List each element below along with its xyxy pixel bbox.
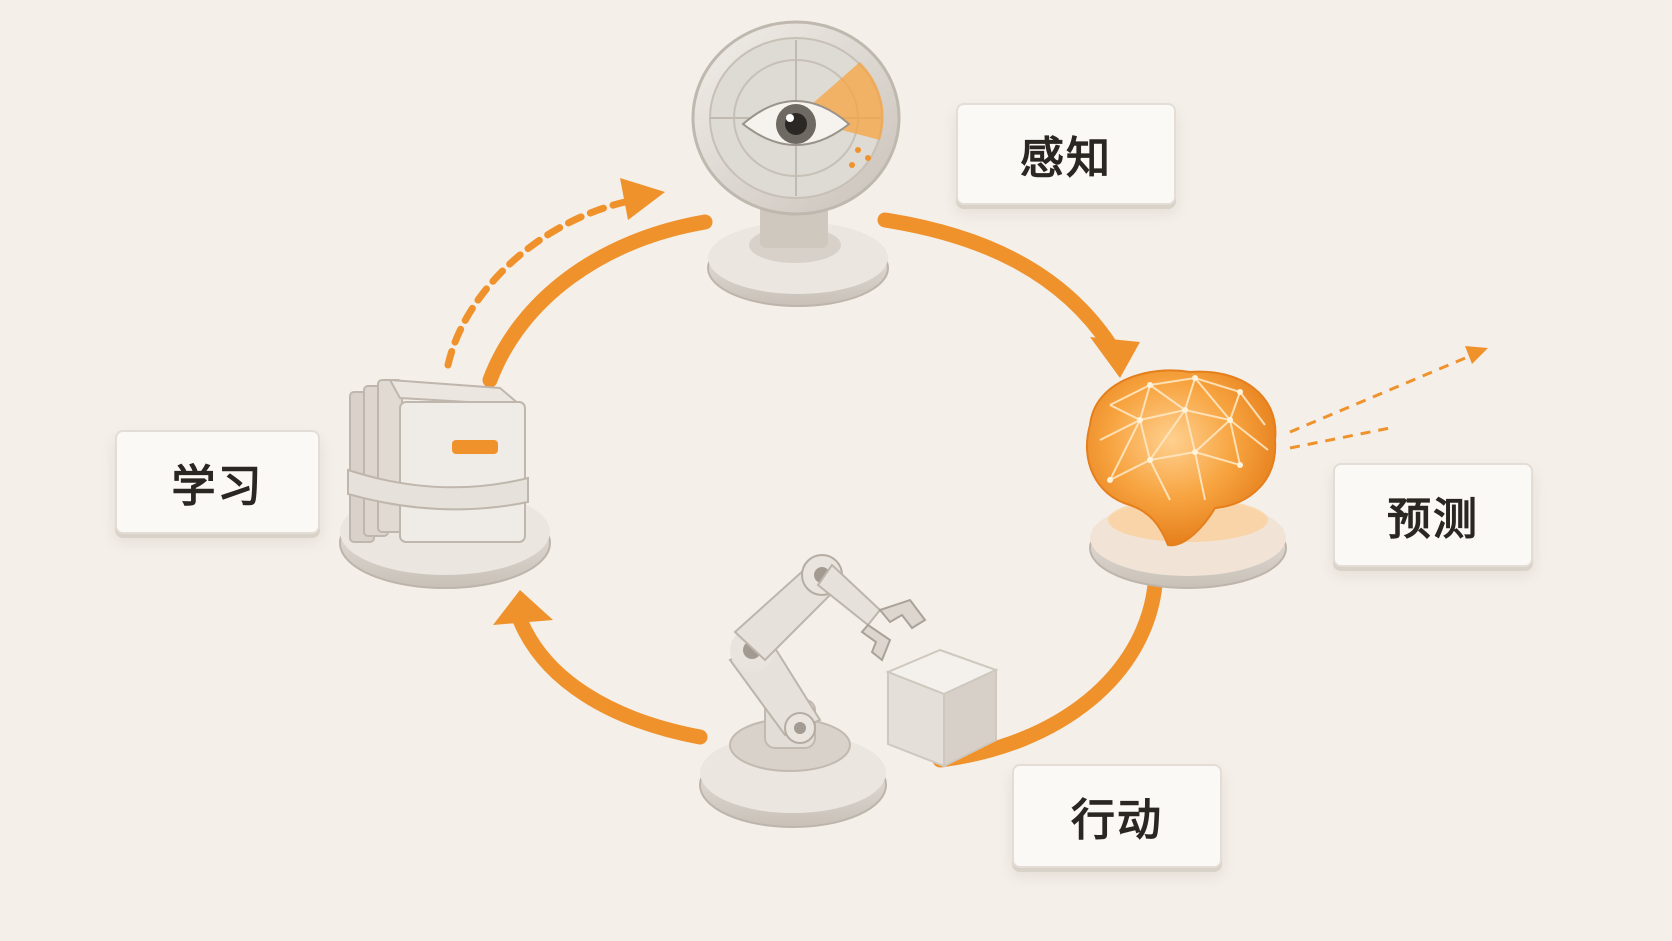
- dashed-arrow-predict-2: [1289, 426, 1391, 450]
- arrow-perceive-to-predict: [877, 212, 1118, 353]
- arrow-act-to-learn: [512, 612, 708, 745]
- arrowhead-perceive-to-predict: [1090, 337, 1140, 378]
- arrowhead-act-to-learn: [493, 590, 553, 625]
- label-learn: 学习: [115, 430, 320, 534]
- dashed-arrowhead-predict: [1465, 346, 1488, 364]
- brain-shape: [1085, 369, 1277, 547]
- cube-right: [943, 668, 997, 768]
- dashed-arrowhead-learn: [620, 178, 665, 220]
- arrow-predict-to-act: [932, 577, 1163, 768]
- dashed-arrow-predict-1: [1289, 354, 1471, 434]
- robot-gripper: [878, 598, 927, 630]
- file-tag: [452, 440, 498, 454]
- file-band: [347, 468, 529, 511]
- label-predict: 预测: [1333, 463, 1533, 567]
- cycle-arrows: [444, 178, 1488, 768]
- file-stack-icon: [339, 378, 551, 589]
- radar-eye-icon: [691, 20, 901, 307]
- dashed-arrow-learn: [444, 198, 629, 369]
- file-front: [399, 401, 526, 543]
- robot-arm-icon: [699, 554, 999, 828]
- brain-network-icon: [1085, 369, 1287, 589]
- arrow-learn-to-perceive: [482, 214, 713, 388]
- label-act: 行动: [1012, 764, 1222, 868]
- label-perceive: 感知: [956, 103, 1176, 205]
